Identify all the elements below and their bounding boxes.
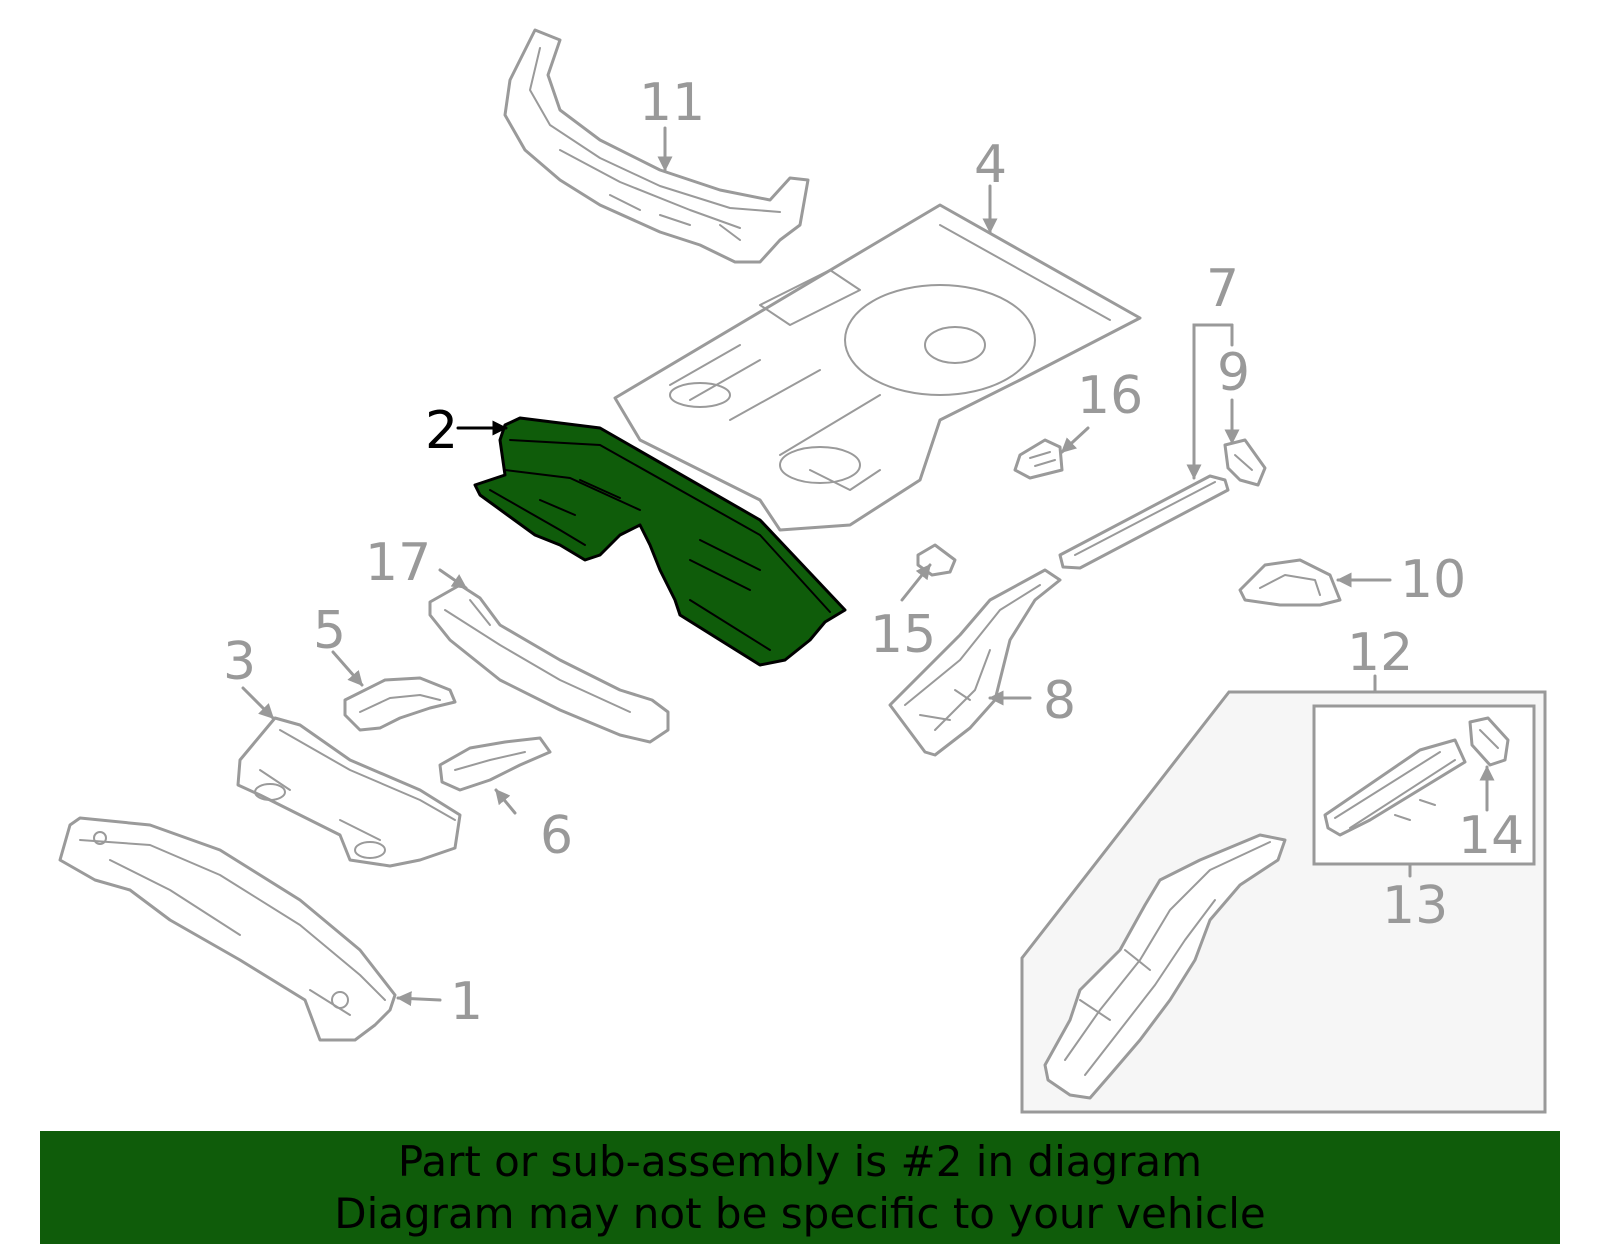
callout-6: 6 bbox=[540, 806, 573, 866]
part-2-highlighted[interactable] bbox=[473, 416, 847, 667]
info-banner: Part or sub-assembly is #2 in diagram Di… bbox=[40, 1131, 1560, 1244]
callout-labels: 11 4 7 9 16 2 17 10 15 5 3 12 8 6 14 13 … bbox=[223, 73, 1524, 1032]
callout-16: 16 bbox=[1077, 366, 1143, 426]
callout-1: 1 bbox=[450, 972, 483, 1032]
part-13-rail[interactable] bbox=[1323, 738, 1467, 837]
callout-10: 10 bbox=[1400, 550, 1466, 610]
callout-12: 12 bbox=[1347, 623, 1413, 683]
banner-line-2: Diagram may not be specific to your vehi… bbox=[334, 1188, 1266, 1238]
callout-3: 3 bbox=[223, 632, 256, 692]
leader-lines bbox=[241, 126, 1495, 1007]
part-8-extension[interactable] bbox=[888, 568, 1062, 757]
callout-5: 5 bbox=[313, 601, 346, 661]
callout-14: 14 bbox=[1458, 806, 1524, 866]
part-16-bracket[interactable] bbox=[1013, 438, 1064, 480]
callout-8: 8 bbox=[1043, 671, 1076, 731]
part-15-clip[interactable] bbox=[916, 543, 957, 577]
part-10-panel[interactable] bbox=[1238, 558, 1342, 607]
callout-17: 17 bbox=[365, 533, 431, 593]
part-3-cross-member[interactable] bbox=[236, 716, 462, 868]
part-14-bracket[interactable] bbox=[1468, 716, 1510, 767]
callout-4: 4 bbox=[974, 135, 1007, 195]
callout-11: 11 bbox=[639, 73, 705, 133]
part-6-bracket[interactable] bbox=[438, 736, 552, 792]
callout-13: 13 bbox=[1382, 876, 1448, 936]
callout-9: 9 bbox=[1217, 343, 1250, 403]
callout-2: 2 bbox=[425, 401, 458, 461]
callout-7: 7 bbox=[1206, 259, 1239, 319]
part-4-floor-pan[interactable] bbox=[613, 203, 1142, 532]
part-9-bracket[interactable] bbox=[1223, 438, 1267, 487]
part-12-wheelhouse-assembly[interactable] bbox=[1043, 833, 1287, 1100]
callout-15: 15 bbox=[870, 605, 936, 665]
banner-line-1: Part or sub-assembly is #2 in diagram bbox=[397, 1136, 1203, 1186]
part-11-cross-member[interactable] bbox=[503, 28, 810, 264]
part-17-reinforcement[interactable] bbox=[428, 583, 670, 744]
part-7-rail[interactable] bbox=[1058, 474, 1230, 570]
part-1-side-rail[interactable] bbox=[58, 816, 397, 1042]
part-5-bracket[interactable] bbox=[343, 676, 457, 732]
